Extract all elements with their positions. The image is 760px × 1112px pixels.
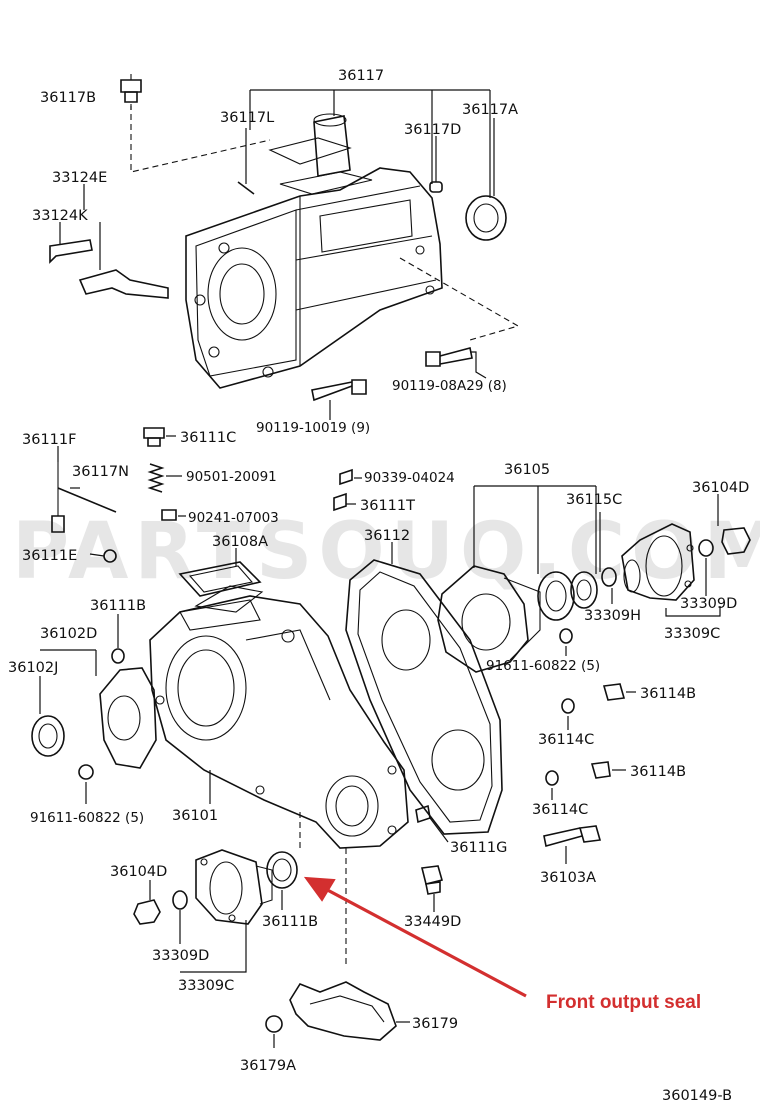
- bolt-90119-08A29: [425, 347, 473, 367]
- bolt-90119-10019: [311, 379, 367, 402]
- label-36117L: 36117L: [220, 110, 274, 126]
- label-36112: 36112: [364, 528, 410, 544]
- label-36115C: 36115C: [566, 492, 622, 508]
- label-36117N: 36117N: [72, 464, 129, 480]
- label-33449D: 33449D: [404, 914, 461, 930]
- label-90339-04024: 90339-04024: [364, 470, 455, 486]
- washer-33309D-bottom: [172, 890, 188, 910]
- label-36117: 36117: [338, 68, 384, 84]
- label-33309D-bottom: 33309D: [152, 948, 209, 964]
- label-36111F: 36111F: [22, 432, 76, 448]
- leader-lines: [39, 89, 721, 1048]
- seal-36117A: [465, 195, 507, 241]
- watermark: PARTSOUQ.COM: [12, 507, 760, 597]
- label-33124K: 33124K: [32, 208, 88, 224]
- label-36111E: 36111E: [22, 548, 77, 564]
- pin-90339: [339, 468, 353, 486]
- washer-33309D-right: [698, 539, 714, 557]
- label-36104D-top: 36104D: [692, 480, 749, 496]
- label-90119-08A29: 90119-08A29 (8): [392, 378, 507, 394]
- label-91611-60822-right: 91611-60822 (5): [486, 658, 600, 674]
- transfer-case-36101: [149, 585, 409, 849]
- label-36179: 36179: [412, 1016, 458, 1032]
- pin-36111T: [333, 492, 347, 512]
- label-33309C-bottom: 33309C: [178, 978, 234, 994]
- label-33124E: 33124E: [52, 170, 107, 186]
- breather-plug-36117B: [120, 74, 142, 103]
- nut-36104D-top: [721, 527, 751, 555]
- washer-91611-left: [78, 764, 94, 780]
- label-36114B-lower: 36114B: [630, 764, 686, 780]
- pin-36117L: [237, 181, 255, 195]
- label-36117A: 36117A: [462, 102, 518, 118]
- label-33309D-right: 33309D: [680, 596, 737, 612]
- bolt-36114B-lower: [590, 761, 611, 779]
- front-cover-36102D: [99, 667, 157, 769]
- label-90241-07003: 90241-07003: [188, 510, 279, 526]
- washer-36114C-upper: [561, 698, 575, 714]
- label-36111B-top: 36111B: [90, 598, 146, 614]
- label-36111G: 36111G: [450, 840, 507, 856]
- label-33309C-right: 33309C: [664, 626, 720, 642]
- label-90119-10019: 90119-10019 (9): [256, 420, 370, 436]
- transmission-case-36117: [185, 113, 443, 389]
- label-36114B-upper: 36114B: [640, 686, 696, 702]
- label-91611-60822-left: 91611-60822 (5): [30, 810, 144, 826]
- label-36102D: 36102D: [40, 626, 97, 642]
- seal-36115C-inner: [570, 571, 598, 609]
- washer-36114C-lower: [545, 770, 559, 786]
- plug-36111C: [143, 427, 165, 447]
- bolt-36103A: [543, 825, 602, 848]
- pin-90241: [161, 509, 177, 521]
- plug-33449D: [421, 865, 443, 895]
- label-36111T: 36111T: [360, 498, 415, 514]
- bracket-33124E: [78, 269, 169, 299]
- gasket-36111B-top: [111, 648, 125, 664]
- sensor-36111F: [51, 462, 65, 533]
- extension-housing-36105: [437, 565, 541, 673]
- seal-36102J: [31, 715, 65, 757]
- front-output-seal-annotation: Front output seal: [546, 992, 701, 1013]
- rear-case-36112: [345, 559, 503, 835]
- label-36111B-bottom: 36111B: [262, 914, 318, 930]
- seal-36115C-outer: [537, 571, 575, 621]
- label-36105: 36105: [504, 462, 550, 478]
- label-36108A: 36108A: [212, 534, 268, 550]
- label-36114C-lower: 36114C: [532, 802, 588, 818]
- diagram-id: 360149-B: [662, 1088, 732, 1104]
- companion-flange-rear: [621, 523, 695, 601]
- lever-33124K: [49, 239, 93, 264]
- pipe-36117N: [57, 487, 117, 513]
- label-36102J: 36102J: [8, 660, 58, 676]
- cover-36108A: [178, 561, 262, 597]
- label-33309H: 33309H: [584, 608, 641, 624]
- bolt-36114B-upper: [602, 683, 626, 701]
- label-36117D: 36117D: [404, 122, 461, 138]
- protector-36179: [289, 981, 397, 1041]
- front-companion-flange: [195, 849, 273, 925]
- part-labels: 36117 36117B 36117L 36117A 36117D 33124E…: [8, 68, 749, 1104]
- label-36104D-bottom: 36104D: [110, 864, 167, 880]
- label-36101: 36101: [172, 808, 218, 824]
- label-36117B: 36117B: [40, 90, 96, 106]
- washer-91611-right: [559, 628, 573, 644]
- front-output-seal-arrow: [303, 876, 527, 998]
- label-36179A: 36179A: [240, 1058, 296, 1074]
- label-90501-20091: 90501-20091: [186, 469, 277, 485]
- washer-33309H: [601, 567, 617, 587]
- label-36114C-upper: 36114C: [538, 732, 594, 748]
- label-36111C: 36111C: [180, 430, 236, 446]
- spring-90501: [147, 463, 165, 493]
- nut-36179A: [265, 1015, 283, 1033]
- nut-36104D-bottom: [133, 899, 161, 925]
- dash-line-case-right: [399, 257, 520, 341]
- front-output-seal-36111B: [266, 851, 298, 889]
- label-36103A: 36103A: [540, 870, 596, 886]
- dash-line-36117B: [130, 104, 271, 173]
